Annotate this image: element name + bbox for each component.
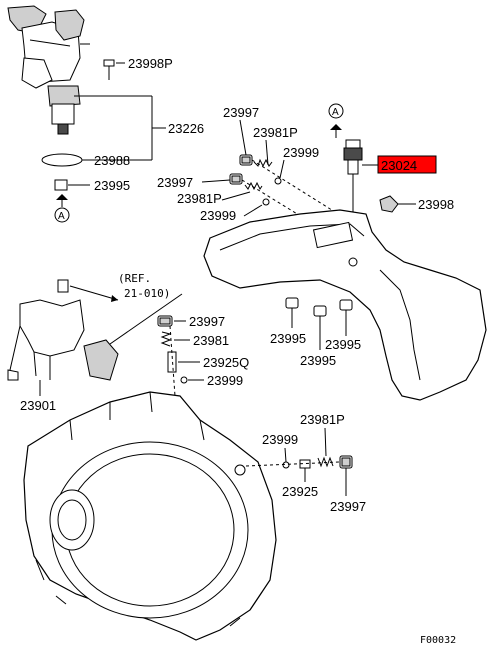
- bushing-23995-a: [285, 297, 299, 309]
- arrow-a-right-icon: [328, 103, 344, 138]
- label-23981p-b: 23981P: [177, 191, 222, 206]
- label-23995-b: 23995: [300, 353, 336, 368]
- label-23988: 23988: [94, 153, 130, 168]
- leader-23999-b: [243, 204, 263, 217]
- label-23997-b: 23997: [157, 175, 193, 190]
- plug-23997-a: [239, 154, 253, 166]
- label-23999-b: 23999: [200, 208, 236, 223]
- ref-arrow-line: [69, 285, 119, 301]
- leader-23997-a: [239, 119, 247, 156]
- leader-23981p-d: [324, 427, 327, 457]
- o-ring-23988: [41, 153, 83, 167]
- pin-23925q: [167, 351, 177, 373]
- label-23999-d: 23999: [262, 432, 298, 447]
- label-a-right: A: [332, 107, 339, 118]
- housing-port: [234, 464, 246, 476]
- shaft-bore: [49, 489, 95, 551]
- label-23999-a: 23999: [283, 145, 319, 160]
- leader-23981p-a: [265, 139, 269, 166]
- bolt-23998p: [103, 59, 125, 80]
- label-23901: 23901: [20, 398, 56, 413]
- shift-lever-assembly: [7, 5, 90, 135]
- case-boss: [312, 221, 354, 249]
- bushing-23995-c: [339, 299, 353, 311]
- plug-23997-d: [339, 455, 353, 469]
- label-23995-a: 23995: [270, 331, 306, 346]
- ref-arrow-head-icon: [111, 295, 118, 302]
- housing-ribs: [69, 391, 205, 441]
- leader-23999-a: [279, 159, 285, 179]
- ball-23999-b: [262, 198, 270, 206]
- spring-23981p-d: [317, 456, 334, 468]
- plug-23997-b: [229, 173, 243, 185]
- leader-23999-d: [284, 447, 287, 463]
- label-ref-line1: (REF.: [118, 272, 151, 285]
- label-23981p-a: 23981P: [253, 125, 298, 140]
- spring-23981: [160, 331, 172, 347]
- label-23997-c: 23997: [189, 314, 225, 329]
- arrow-a-left-icon: [54, 194, 70, 223]
- label-23998p: 23998P: [128, 56, 173, 71]
- transmission-case-upper: [203, 209, 487, 401]
- dash-axis-c: [169, 325, 177, 411]
- label-23995-c: 23995: [325, 337, 361, 352]
- case-edge-line: [379, 269, 421, 381]
- figure-code: F00032: [420, 635, 456, 646]
- leader-23997-b: [201, 179, 231, 183]
- spring-23981p-b: [244, 181, 263, 191]
- label-23024: 23024: [381, 158, 417, 173]
- label-23997-d: 23997: [330, 499, 366, 514]
- label-23925: 23925: [282, 484, 318, 499]
- shaft-bore-inner: [57, 499, 87, 541]
- leader-23981p-b: [221, 191, 251, 201]
- switch-23024: [343, 139, 363, 180]
- ball-23999-a: [274, 177, 282, 185]
- spring-23981p-a: [253, 158, 273, 168]
- dash-axis-d: [245, 461, 341, 467]
- label-23999-c: 23999: [207, 373, 243, 388]
- case-port: [348, 257, 358, 267]
- highlight-box-23024: [377, 155, 437, 174]
- bracket-23901: [7, 279, 119, 381]
- ball-23999-c: [180, 376, 188, 384]
- case-flange-line: [219, 223, 365, 251]
- bolt-23998: [379, 195, 416, 213]
- bushing-23995-b: [313, 305, 327, 317]
- plug-23997-c: [157, 315, 173, 327]
- label-23995-top: 23995: [94, 178, 130, 193]
- housing-bolt-bosses: [35, 559, 263, 627]
- label-23925q: 23925Q: [203, 355, 249, 370]
- label-ref-line2: 21-010): [124, 287, 170, 300]
- label-23981: 23981: [193, 333, 229, 348]
- ball-23999-d: [282, 461, 290, 469]
- bushing-23995-top: [54, 179, 68, 191]
- dash-axis-a: [251, 159, 336, 213]
- label-23226: 23226: [168, 121, 204, 136]
- label-a-left: A: [58, 211, 65, 222]
- ref-leader-down: [109, 293, 183, 345]
- label-23998: 23998: [418, 197, 454, 212]
- label-23981p-d: 23981P: [300, 412, 345, 427]
- label-23997-a: 23997: [223, 105, 259, 120]
